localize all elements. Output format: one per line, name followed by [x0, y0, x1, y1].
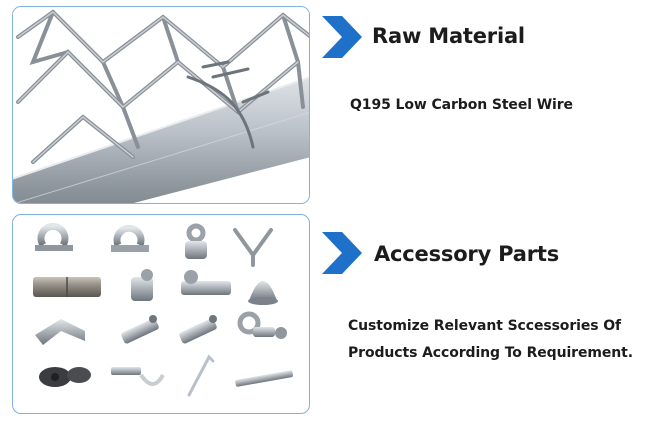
raw-material-description: Q195 Low Carbon Steel Wire	[350, 97, 573, 113]
clamp-1	[35, 222, 73, 251]
chevron-right-icon	[322, 232, 362, 274]
raw-material-heading: Raw Material	[372, 24, 525, 48]
description-line-1: Customize Relevant Sccessories Of	[348, 318, 622, 334]
chevron-right-icon	[322, 16, 362, 58]
raw-material-photo	[12, 6, 310, 204]
accessory-parts-photo	[12, 214, 310, 414]
accessory-parts-heading: Accessory Parts	[374, 242, 560, 266]
fence-accessories-image	[33, 222, 293, 397]
description-line-2: Products According To Requirement.	[348, 345, 633, 361]
chain-link-wire-image	[13, 7, 309, 203]
accessory-parts-description: Customize Relevant Sccessories Of Produc…	[348, 313, 633, 367]
